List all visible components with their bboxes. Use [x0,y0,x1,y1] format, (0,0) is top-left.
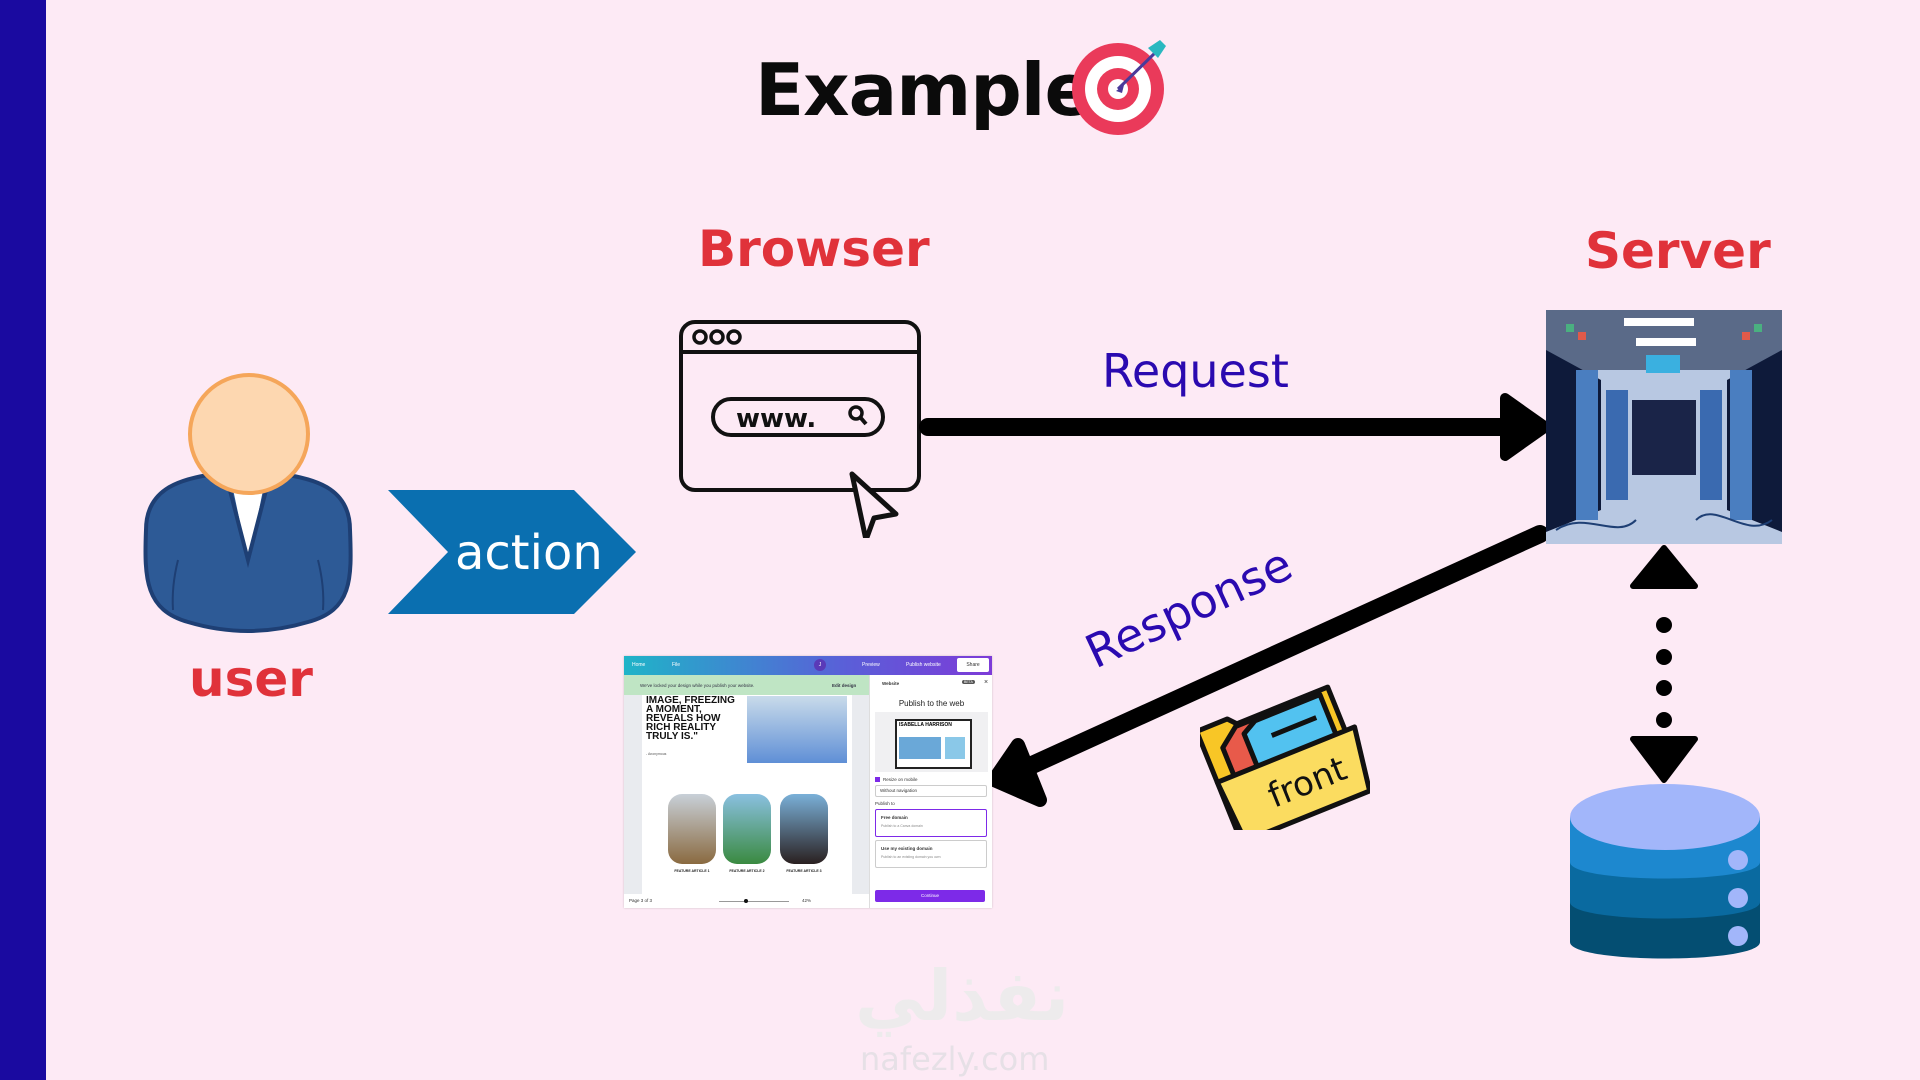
user-label: user [189,650,313,708]
folder-icon: front [1194,670,1373,844]
target-with-arrow-icon [1072,40,1166,135]
action-label: action [455,525,603,581]
watermark-arabic: نفذلي [855,955,1070,1037]
server-database-double-arrow [1630,545,1698,783]
server-room-image [1546,310,1782,544]
left-accent-bar [0,0,46,1080]
canva-nav-home: Home [632,662,646,668]
mouse-pointer-icon [849,471,899,538]
response-arrow [987,525,1549,807]
canva-nav-file: File [672,662,681,668]
canva-quote: IMAGE, FREEZING A MOMENT, REVEALS HOW RI… [646,695,735,742]
canva-continue-button: Continue [875,890,985,902]
canva-article-image [723,794,771,864]
request-arrow [919,393,1551,461]
canva-quote-author: - Anonymous [646,752,667,756]
request-label: Request [1102,344,1289,398]
canva-lock-notice: We've locked your design while you publi… [624,675,869,695]
canva-article-image [668,794,716,864]
canva-hero-photo [747,696,847,763]
canva-article-caption: FEATURE ARTICLE 3 [786,869,822,873]
address-bar-text: www. [736,404,816,434]
browser-window-icon: www. [679,320,921,538]
canva-avatar: J [814,659,826,671]
watermark-url: nafezly.com [860,1040,1050,1078]
database-icon [1570,784,1760,959]
canva-article-caption: FEATURE ARTICLE 1 [674,869,710,873]
canva-topbar: Home File J Preview Publish website Shar… [624,656,992,675]
action-chevron-shape [388,490,636,614]
browser-label: Browser [698,220,930,278]
canva-footer: Page 3 of 3 42% [624,894,869,908]
canva-publish-screenshot: Home File J Preview Publish website Shar… [624,656,992,908]
page-title: Example [755,48,1093,132]
canva-publish-website-button: Publish website [906,662,941,668]
canva-article-image [780,794,828,864]
canva-preview-button: Preview [862,662,880,668]
canva-article-caption: FEATURE ARTICLE 2 [729,869,765,873]
canva-share-button: Share [957,658,989,672]
user-icon [143,373,353,633]
server-label: Server [1585,222,1771,280]
canva-edit-design: Edit design [832,683,857,688]
canva-publish-panel: Website BETA × Publish to the web ISABEL… [869,675,992,908]
